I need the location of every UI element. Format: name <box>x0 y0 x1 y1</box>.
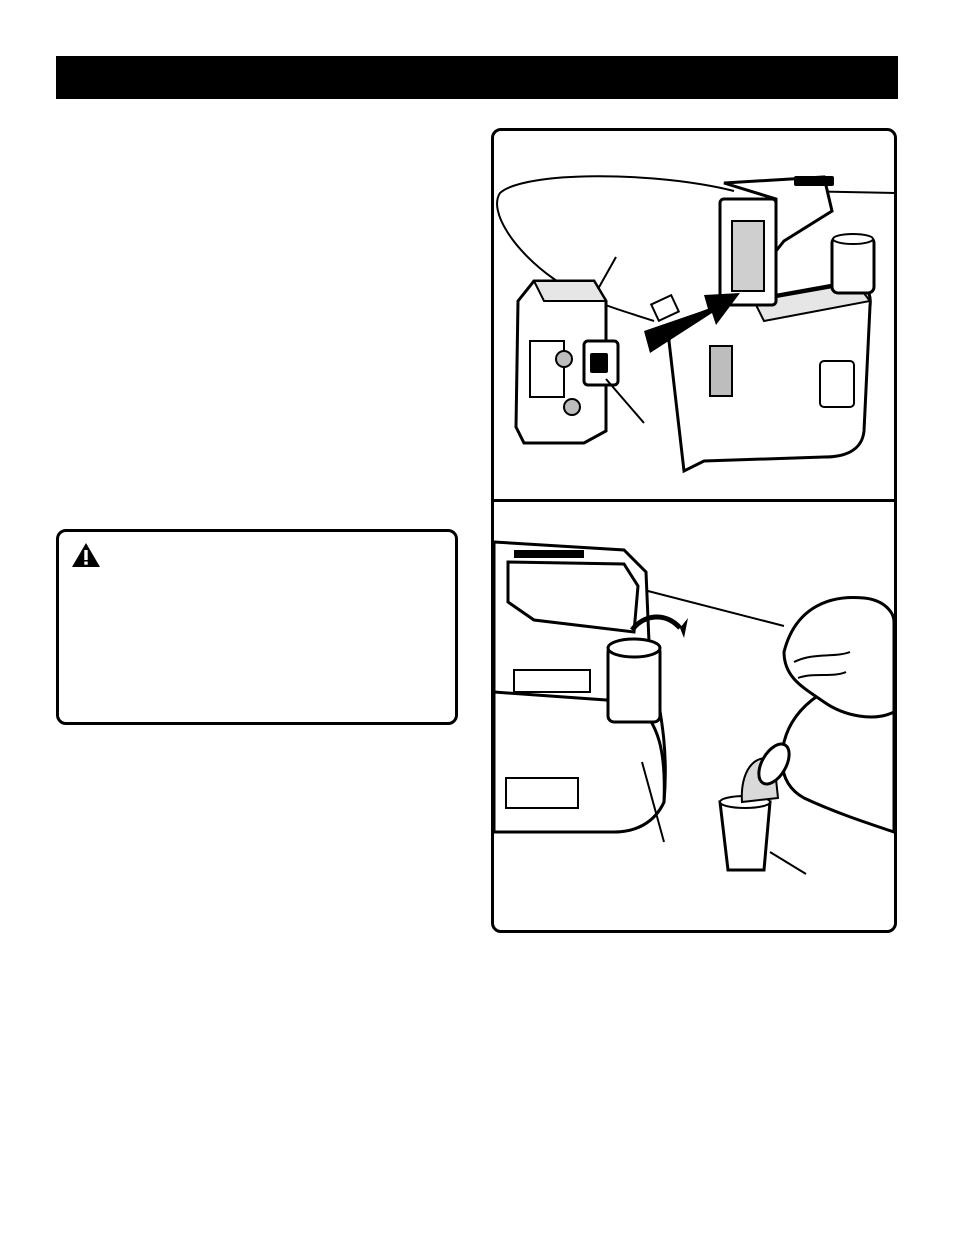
sprayer-tank-icon <box>494 540 667 834</box>
sprayer-body-icon <box>667 175 876 474</box>
measuring-cup-icon <box>718 757 780 872</box>
battery-insertion-illustration <box>496 175 894 474</box>
plug-icon <box>649 293 681 323</box>
wand-line <box>643 589 785 627</box>
callout-line <box>597 256 617 290</box>
callout-line <box>605 378 645 424</box>
figure-battery-insertion <box>494 131 894 499</box>
figure-divider <box>494 499 894 502</box>
section-header-bar <box>56 56 898 99</box>
figure-frame <box>491 128 897 933</box>
tank-cap-icon <box>606 614 688 724</box>
figure-fill-solution <box>494 502 894 930</box>
battery-pack-icon <box>514 279 620 445</box>
fill-solution-illustration <box>494 540 894 875</box>
callout-line <box>769 851 807 875</box>
warning-triangle-icon <box>72 543 100 567</box>
hand-icon <box>782 595 894 719</box>
warning-box <box>56 529 458 725</box>
insert-arrow-icon <box>644 293 740 353</box>
callout-line <box>641 761 665 843</box>
